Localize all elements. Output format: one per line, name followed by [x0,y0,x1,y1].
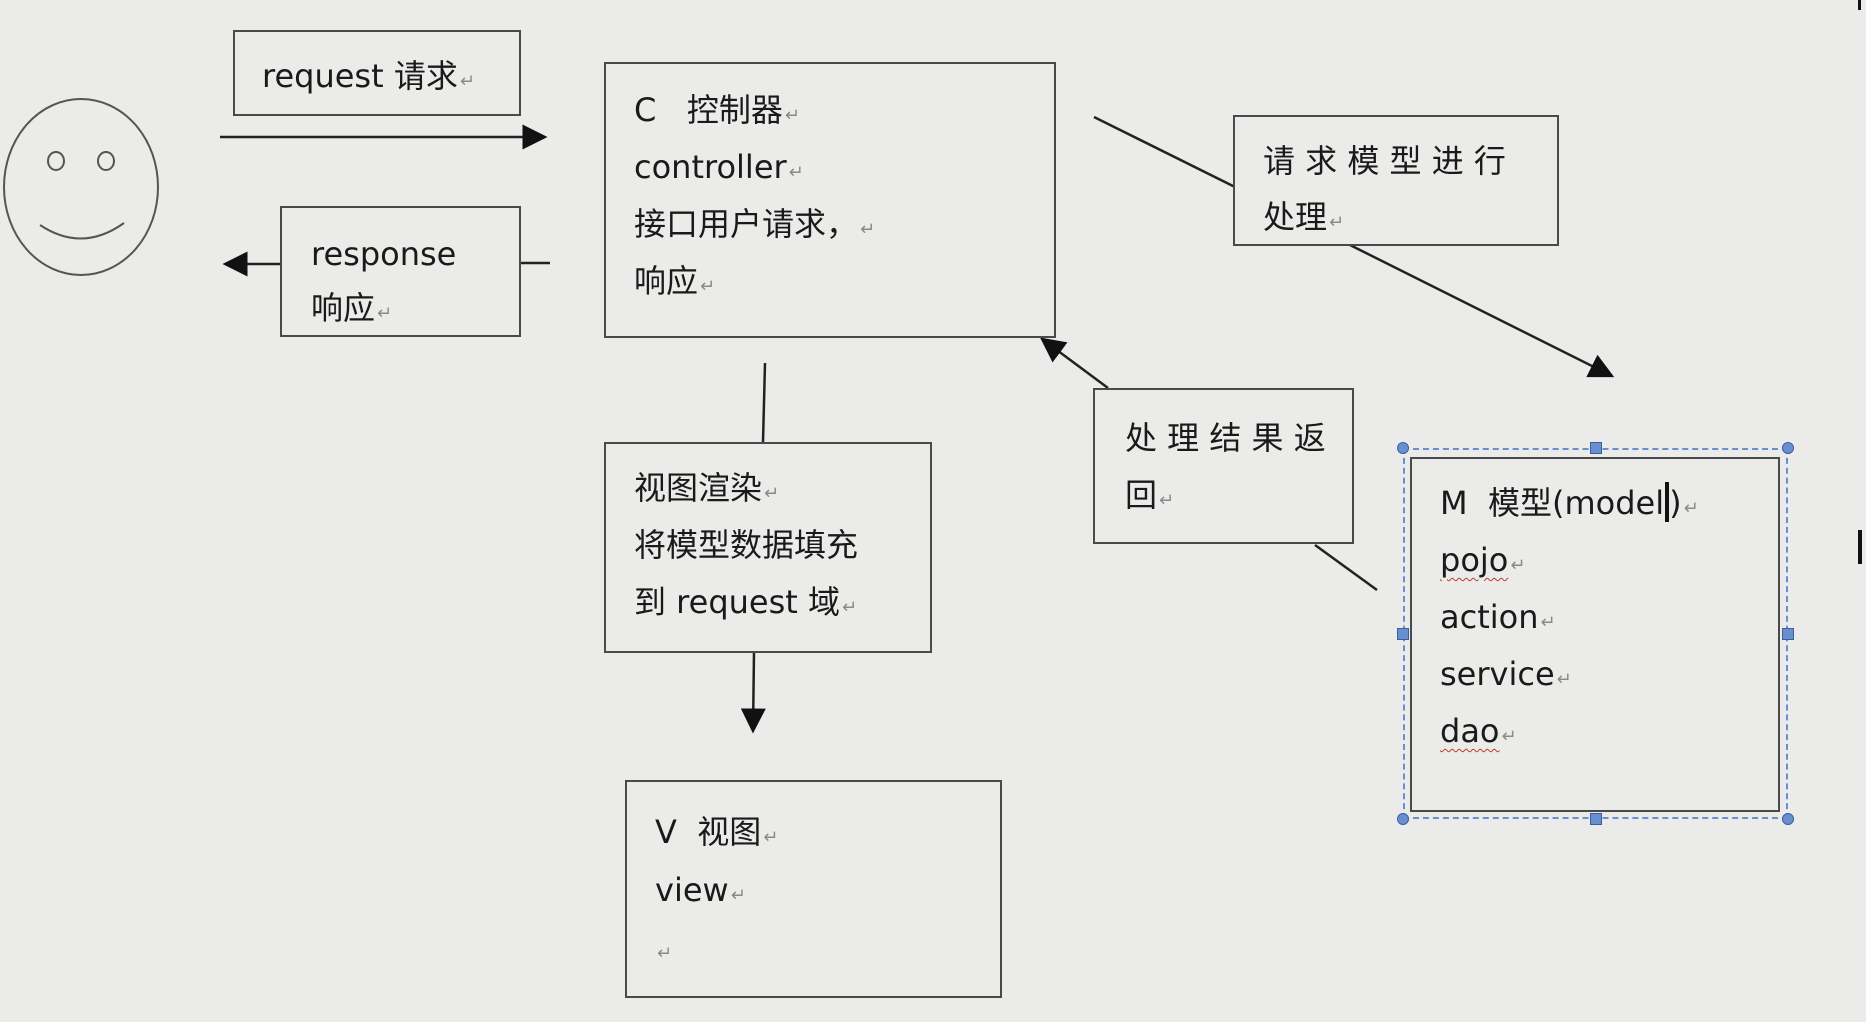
paragraph-mark-icon: ↵ [377,303,393,324]
model-title-end: ) [1669,484,1682,522]
view-render-box: 视图渲染↵ 将模型数据填充 到 request 域↵ [604,442,932,653]
view-render-title: 视图渲染 [634,469,763,507]
view-render-desc-2: 到 request 域 [634,583,840,621]
model-title: M 模型(model [1440,484,1665,522]
view-name: view [655,871,729,909]
resize-handle-bottom-left[interactable] [1397,813,1409,825]
controller-to-model-line-a [1093,115,1236,189]
model-item-service: service [1440,655,1555,693]
controller-box: C 控制器↵ controller↵ 接口用户请求，↵ 响应↵ [604,62,1056,338]
request-model-label-1: 请 求 模 型 进 行 [1263,142,1506,180]
paragraph-mark-icon: ↵ [788,162,804,183]
paragraph-mark-icon: ↵ [700,276,716,297]
paragraph-mark-icon: ↵ [657,943,673,964]
model-item-action: action [1440,598,1539,636]
view-box: V 视图↵ view↵ ↵ [625,780,1002,998]
resize-handle-top-right[interactable] [1782,442,1794,454]
resize-handle-right[interactable] [1782,628,1794,640]
controller-name: controller [634,148,787,186]
paragraph-mark-icon: ↵ [1159,490,1175,511]
paragraph-mark-icon: ↵ [730,885,746,906]
result-return-box: 处 理 结 果 返 回↵ [1093,388,1354,544]
request-model-box: 请 求 模 型 进 行 处理↵ [1233,115,1559,246]
resize-handle-bottom-right[interactable] [1782,813,1794,825]
request-label: request 请求 [262,57,458,95]
controller-desc-2: 响应 [634,262,699,300]
model-to-controller-line-a [1314,543,1378,592]
paragraph-mark-icon: ↵ [1501,726,1517,747]
resize-handle-left[interactable] [1397,628,1409,640]
user-smiley-icon [3,98,159,276]
model-item-pojo: pojo [1440,541,1509,579]
model-to-controller-line-b [1039,337,1109,390]
request-box: request 请求↵ [233,30,521,116]
response-box: response 响应↵ [280,206,521,337]
edge-mark-top [1858,0,1861,10]
controller-to-render-line [761,362,767,443]
model-item-dao: dao [1440,712,1500,750]
render-to-view-arrow [740,651,766,734]
paragraph-mark-icon: ↵ [842,597,858,618]
result-return-label-1: 处 理 结 果 返 [1125,419,1326,457]
controller-title: C 控制器 [634,91,783,129]
paragraph-mark-icon: ↵ [763,827,779,848]
resize-handle-bottom[interactable] [1590,813,1602,825]
resize-handle-top-left[interactable] [1397,442,1409,454]
view-title: V 视图 [655,813,762,851]
controller-to-model-line-b [1349,243,1615,378]
response-label-cn: 响应 [311,289,376,327]
paragraph-mark-icon: ↵ [860,219,876,240]
request-model-label-2: 处理 [1263,198,1328,236]
paragraph-mark-icon: ↵ [784,105,800,126]
text-cursor [1665,482,1670,522]
result-return-label-2: 回 [1125,476,1158,514]
paragraph-mark-icon: ↵ [1556,669,1572,690]
paragraph-mark-icon: ↵ [1329,212,1345,233]
controller-desc-1: 接口用户请求， [634,205,859,243]
resize-handle-top[interactable] [1590,442,1602,454]
paragraph-mark-icon: ↵ [1510,555,1526,576]
edge-mark-middle [1858,530,1862,564]
paragraph-mark-icon: ↵ [1540,612,1556,633]
view-render-desc-1: 将模型数据填充 [634,526,859,564]
paragraph-mark-icon: ↵ [764,483,780,504]
paragraph-mark-icon: ↵ [459,71,475,92]
response-label: response [311,235,457,273]
paragraph-mark-icon: ↵ [1683,498,1699,519]
model-box[interactable]: M 模型(model)↵ pojo↵ action↵ service↵ dao↵ [1410,457,1780,812]
